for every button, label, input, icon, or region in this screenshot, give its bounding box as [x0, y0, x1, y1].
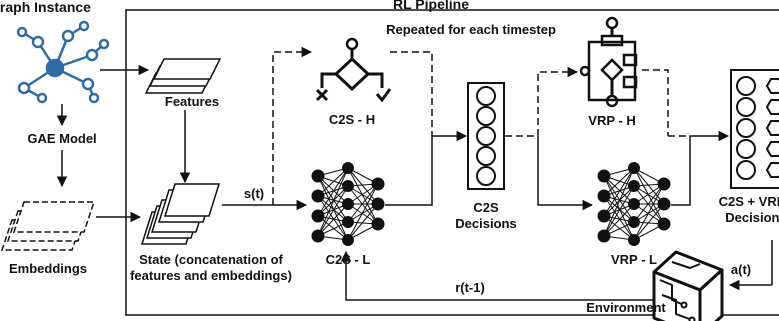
- final-decisions-label-line2: Decisions: [725, 210, 779, 225]
- rt-label: r(t-1): [455, 280, 485, 295]
- repeated-label: Repeated for each timestep: [386, 22, 556, 37]
- at-label: a(t): [731, 262, 751, 277]
- gae-model-label: GAE Model: [27, 131, 96, 146]
- rl-pipeline-frame: [125, 9, 779, 316]
- c2s-decisions-icon: [467, 82, 505, 190]
- state-icon: [140, 183, 221, 245]
- embeddings-icon: [0, 201, 96, 251]
- c2s-decisions-label-line1: C2S: [473, 200, 499, 215]
- graph-instance-icon: [16, 20, 110, 104]
- features-icon: [144, 58, 222, 94]
- vrp-heuristic-icon: [579, 16, 638, 108]
- final-decisions-label-line1: C2S + VRP: [719, 194, 779, 209]
- c2s-l-label: C2S - L: [326, 252, 371, 267]
- embeddings-label: Embeddings: [9, 261, 87, 276]
- state-label-line2: features and embeddings): [130, 268, 292, 283]
- c2s-heuristic-icon: [315, 37, 392, 103]
- c2s-decisions-label-line2: Decisions: [455, 216, 516, 231]
- state-label-line1: State (concatenation of: [139, 252, 283, 267]
- features-label: Features: [165, 94, 219, 109]
- combined-decisions-icon: [730, 69, 779, 189]
- graph-instance-label: Graph Instance: [0, 0, 91, 15]
- c2s-network-icon: [311, 162, 385, 246]
- st-label: s(t): [244, 186, 264, 201]
- vrp-h-label: VRP - H: [588, 113, 635, 128]
- vrp-network-icon: [597, 162, 671, 246]
- environment-label: Environment: [586, 300, 666, 315]
- c2s-h-label: C2S - H: [329, 112, 375, 127]
- rl-pipeline-title: RL Pipeline: [393, 0, 469, 12]
- vrp-l-label: VRP - L: [611, 252, 657, 267]
- environment-icon: [652, 250, 724, 321]
